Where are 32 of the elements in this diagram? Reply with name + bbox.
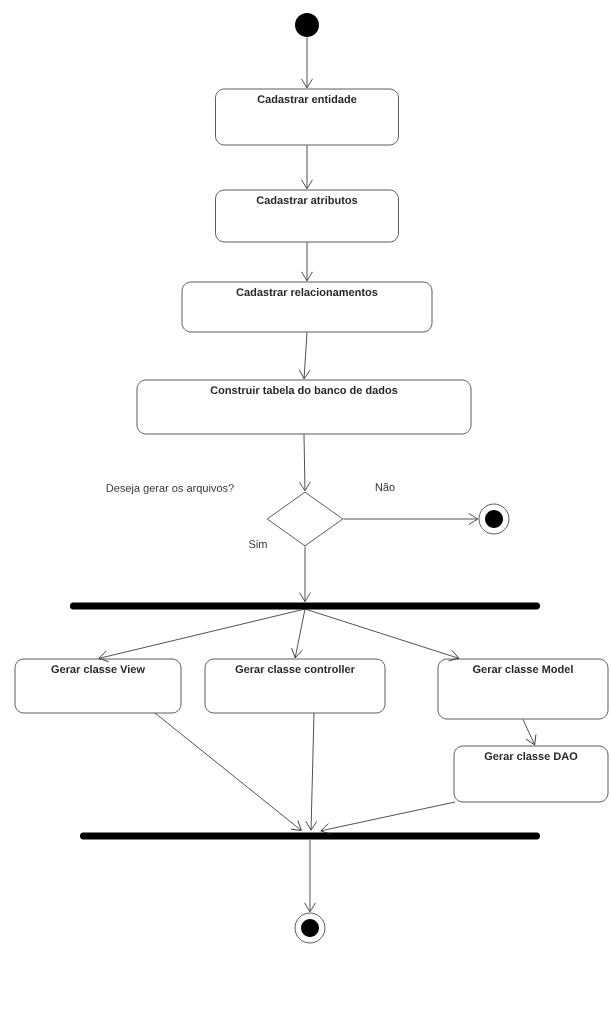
arrow [301,145,313,190]
question-label: Deseja gerar os arquivos? [106,483,234,495]
arrow [304,839,316,913]
action-box: Cadastrar relacionamentos [181,281,433,333]
arrow [343,513,479,525]
start-node [295,13,319,37]
sync-bar [70,602,540,610]
action-box: Cadastrar entidade [215,88,399,146]
arrow [305,712,318,831]
action-box: Gerar classe DAO [453,745,609,803]
arrow [98,608,306,663]
sync-bar [80,832,540,840]
decision-diamond [266,491,344,547]
action-box: Construir tabela do banco de dados [136,379,472,435]
arrow [154,712,302,831]
action-box: Gerar classe Model [437,658,609,720]
arrow [301,36,313,89]
arrow [291,608,306,659]
action-box: Gerar classe controller [204,658,386,714]
arrow [320,801,456,835]
edge-label: Não [373,482,397,492]
arrow [299,546,311,602]
end-node [294,912,326,944]
action-box: Cadastrar atributos [215,189,399,243]
arrow [522,719,537,746]
end-node [478,503,510,535]
arrow [298,434,311,492]
arrow [304,608,460,662]
arrow [298,332,311,380]
edge-label: Sim [247,538,269,550]
arrow [301,242,313,282]
action-box: Gerar classe View [14,658,182,714]
